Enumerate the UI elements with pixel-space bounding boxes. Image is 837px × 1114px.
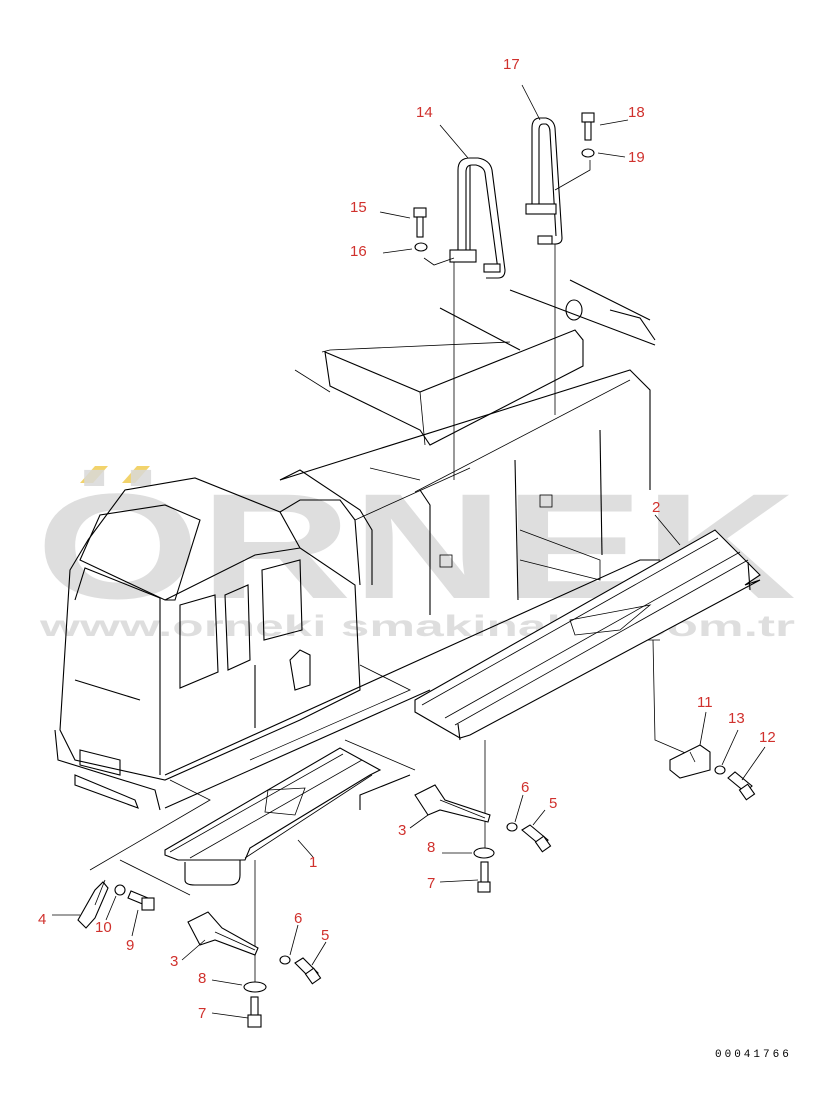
callout-7-right: 7 — [427, 875, 435, 892]
bolt-18 — [581, 112, 595, 141]
washer-13 — [714, 765, 726, 775]
bolt-12 — [727, 771, 756, 801]
callout-2: 2 — [652, 499, 660, 516]
callout-7-left: 7 — [198, 1005, 206, 1022]
callout-5-left: 5 — [321, 927, 329, 944]
callout-16: 16 — [350, 243, 367, 260]
callout-8-right: 8 — [427, 839, 435, 856]
washer-8-left — [243, 981, 267, 993]
bolt-5-right — [521, 824, 552, 853]
callout-13: 13 — [728, 710, 745, 727]
machine-body — [54, 279, 721, 811]
watermark-accent-left — [80, 466, 108, 483]
watermark: ÖRNEK www.orneki smakinalari.com.tr — [36, 462, 796, 643]
callout-15: 15 — [350, 199, 367, 216]
washer-6-left — [279, 955, 291, 965]
step-1 — [89, 747, 382, 985]
leader-lines — [52, 84, 766, 1019]
callout-19: 19 — [628, 149, 645, 166]
callout-6-left: 6 — [294, 910, 302, 927]
bolt-5-left — [294, 957, 322, 985]
callout-4: 4 — [38, 911, 46, 928]
handrail-17 — [525, 117, 563, 415]
step-2 — [414, 529, 761, 850]
callout-1: 1 — [309, 854, 317, 871]
washer-19 — [554, 148, 595, 191]
washer-10 — [114, 884, 126, 896]
callout-3-left: 3 — [170, 953, 178, 970]
callout-17: 17 — [503, 56, 520, 73]
handrail-14 — [449, 157, 506, 480]
bolt-7-right — [477, 861, 491, 893]
callout-10: 10 — [95, 919, 112, 936]
callout-9: 9 — [126, 937, 134, 954]
bolt-7-left — [247, 996, 262, 1028]
callouts: 17 18 19 14 15 16 2 11 13 12 6 5 3 8 7 1… — [38, 56, 776, 1022]
document-number: 00041766 — [715, 1049, 792, 1061]
callout-8-left: 8 — [198, 970, 206, 987]
callout-6-right: 6 — [521, 779, 529, 796]
callout-3-right: 3 — [398, 822, 406, 839]
handle-4 — [77, 879, 109, 929]
callout-5-right: 5 — [549, 795, 557, 812]
washer-8-right — [473, 847, 495, 859]
washer-6-right — [506, 822, 518, 832]
callout-18: 18 — [628, 104, 645, 121]
callout-11: 11 — [697, 694, 713, 711]
bolt-9 — [127, 890, 155, 911]
bolt-15 — [413, 207, 427, 238]
clip-11 — [669, 744, 711, 779]
watermark-accent-right — [122, 466, 150, 483]
callout-12: 12 — [759, 729, 776, 746]
washer-16 — [414, 242, 455, 266]
bracket-3-right — [414, 784, 491, 823]
bracket-3-left — [187, 911, 259, 956]
callout-14: 14 — [416, 104, 433, 121]
